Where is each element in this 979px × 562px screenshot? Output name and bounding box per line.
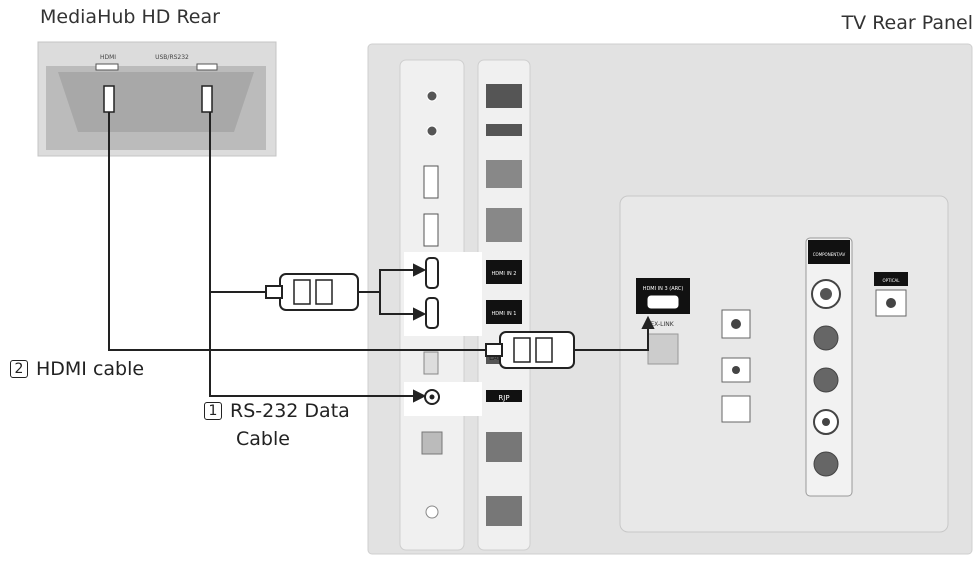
rs232-cable-number: 1	[204, 402, 222, 420]
label-component: COMPONENT/AV	[813, 252, 846, 257]
hdmi-cable-label: HDMI cable	[36, 358, 145, 380]
mediahub-hdmi-port-label: HDMI	[100, 54, 116, 61]
rs232-cable-label-line2: Cable	[236, 428, 290, 450]
label-hdmi-in-1: HDMI IN 1	[492, 311, 517, 317]
hdmi-cable-callout: 2 HDMI cable	[10, 358, 144, 380]
mediahub-title: MediaHub HD Rear	[40, 6, 220, 28]
mediahub-usb-port-label: USB/RS232	[155, 54, 189, 61]
rs232-cable-1	[209, 112, 427, 403]
hdmi-cable-2	[108, 112, 655, 351]
label-rjp: RJP	[498, 394, 509, 402]
mediahub-hdmi-plug	[103, 85, 115, 113]
label-hdmi-in-2: HDMI IN 2	[492, 271, 517, 277]
hdmi-cable-number: 2	[10, 360, 28, 378]
label-hdmi-arc: HDMI IN 3 (ARC)	[643, 286, 684, 292]
label-ex-link: EX-LINK	[650, 321, 674, 328]
rs232-cable-callout: 1 RS-232 Data	[204, 400, 350, 422]
hdmi-cable-2-connector	[485, 331, 575, 369]
tv-right-ports: HDMI IN 3 (ARC) EX-LINK COMPONENT/AV OPT…	[636, 237, 908, 497]
mediahub-rear-unit: HDMI USB/RS232	[37, 41, 277, 157]
tv-title: TV Rear Panel	[841, 12, 973, 34]
tv-left-ports	[404, 90, 482, 519]
label-optical: OPTICAL	[883, 278, 901, 283]
mediahub-rs232-plug	[201, 85, 213, 113]
hdmi-input-connector	[265, 273, 359, 311]
rs232-cable-label-line1: RS-232 Data	[230, 400, 350, 422]
label-lan: LAN	[489, 354, 503, 362]
